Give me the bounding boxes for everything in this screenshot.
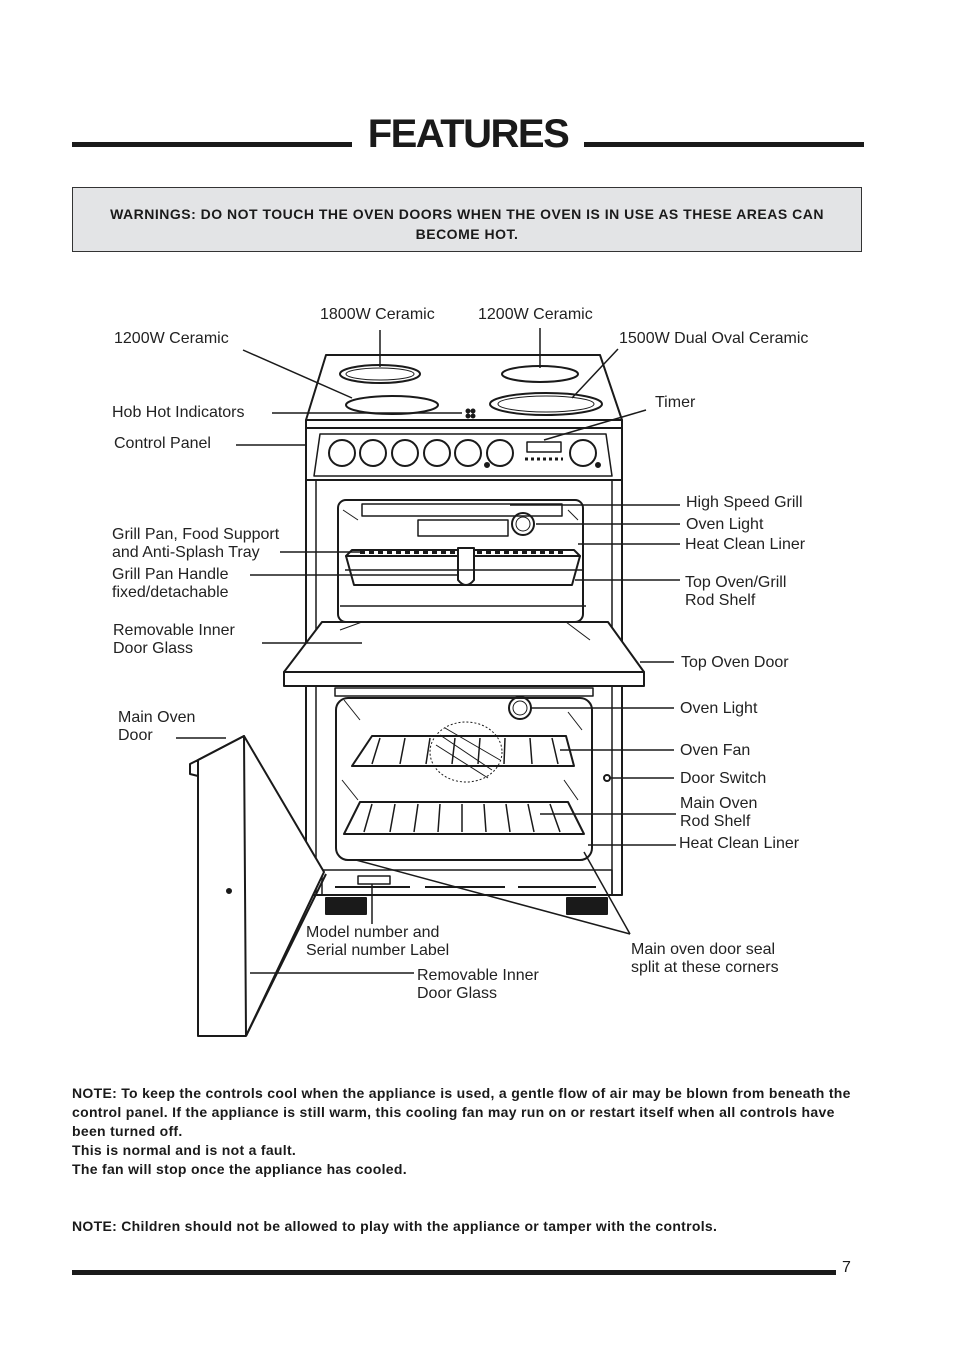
note-text-4: NOTE: Children should not be allowed to … (72, 1217, 854, 1236)
label-hob-1800: 1800W Ceramic (320, 306, 435, 324)
children-note: NOTE: Children should not be allowed to … (72, 1217, 854, 1236)
label-timer: Timer (655, 394, 695, 412)
main-oven-light (509, 697, 531, 719)
control-panel (306, 428, 622, 480)
page-number: 7 (842, 1259, 851, 1277)
label-oven-fan: Oven Fan (680, 742, 750, 760)
label-main-rod-shelf: Main Oven Rod Shelf (680, 795, 757, 830)
label-heat-clean-liner-top: Heat Clean Liner (685, 536, 805, 554)
label-inner-door-glass-top: Removable Inner Door Glass (113, 622, 235, 657)
label-hob-1200-right: 1200W Ceramic (478, 306, 593, 324)
label-main-oven-door: Main Oven Door (118, 709, 195, 744)
main-oven-rod-shelf (344, 802, 584, 834)
label-control-panel: Control Panel (114, 435, 211, 453)
note-text-2: This is normal and is not a fault. (72, 1141, 854, 1160)
label-grill-pan: Grill Pan, Food Support and Anti-Splash … (112, 526, 279, 561)
note-text-1: NOTE: To keep the controls cool when the… (72, 1084, 854, 1141)
label-oven-light-top: Oven Light (686, 516, 763, 534)
label-hob-1200-left: 1200W Ceramic (114, 330, 229, 348)
label-grill-pan-handle: Grill Pan Handle fixed/detachable (112, 566, 229, 601)
label-top-oven-door: Top Oven Door (681, 654, 789, 672)
label-door-seal: Main oven door seal split at these corne… (631, 941, 779, 976)
label-top-rod-shelf: Top Oven/Grill Rod Shelf (685, 574, 786, 609)
label-high-speed-grill: High Speed Grill (686, 494, 803, 512)
label-heat-clean-liner-main: Heat Clean Liner (679, 835, 799, 853)
high-speed-grill (418, 520, 508, 536)
grill-pan-handle (458, 548, 474, 585)
top-oven-door (284, 622, 644, 672)
footer-rule (72, 1270, 836, 1275)
label-door-switch: Door Switch (680, 770, 766, 788)
label-hob-hot-indicators: Hob Hot Indicators (112, 404, 245, 422)
door-switch (604, 775, 610, 781)
note-text-3: The fan will stop once the appliance has… (72, 1160, 854, 1179)
label-inner-door-glass-main: Removable Inner Door Glass (417, 967, 539, 1002)
label-oven-light-main: Oven Light (680, 700, 757, 718)
label-hob-1500: 1500W Dual Oval Ceramic (619, 330, 808, 348)
label-model-number: Model number and Serial number Label (306, 924, 449, 959)
model-label (358, 876, 390, 884)
cooling-fan-note: NOTE: To keep the controls cool when the… (72, 1084, 854, 1179)
